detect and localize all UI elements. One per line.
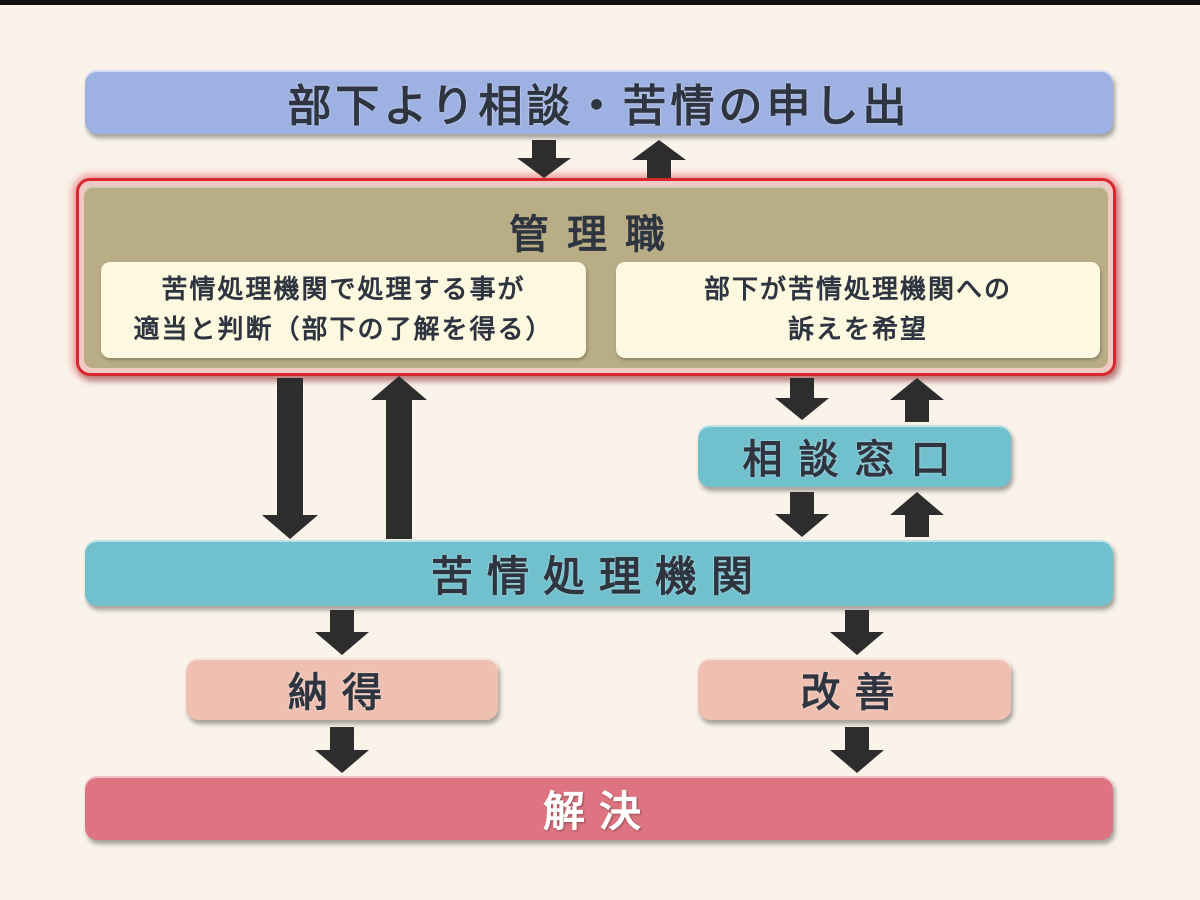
- manager-title: 管理職: [509, 212, 683, 258]
- grievance-agency-box: 苦情処理機関: [85, 540, 1113, 606]
- acceptance-box: 納得: [186, 658, 498, 720]
- improvement-label: 改善: [800, 670, 909, 716]
- option-right-line-2: 訴えを希望: [787, 315, 928, 345]
- arrow-up-agency-to-manager: [371, 376, 427, 539]
- arrow-up-manager-to-request: [632, 140, 686, 178]
- acceptance-label: 納得: [288, 670, 396, 716]
- arrow-down-acceptance-to-resolution: [315, 727, 369, 773]
- arrow-down-manager-to-window: [775, 378, 829, 420]
- option-agency-appropriate: 苦情処理機関で処理する事が 適当と判断（部下の了解を得る）: [101, 262, 586, 358]
- option-left-line-2: 適当と判断（部下の了解を得る）: [133, 315, 554, 345]
- arrow-down-improvement-to-resolution: [830, 727, 884, 773]
- manager-box: 管理職 苦情処理機関で処理する事が 適当と判断（部下の了解を得る） 部下が苦情処…: [76, 178, 1116, 376]
- request-box: 部下より相談・苦情の申し出: [85, 70, 1113, 134]
- arrow-down-agency-to-improvement: [830, 610, 884, 655]
- option-left-line-1: 苦情処理機関で処理する事が: [161, 275, 526, 305]
- arrow-up-window-to-manager: [890, 378, 944, 422]
- manager-inner: 管理職 苦情処理機関で処理する事が 適当と判断（部下の了解を得る） 部下が苦情処…: [84, 186, 1108, 368]
- arrow-down-agency-to-acceptance: [315, 610, 369, 655]
- arrow-down-manager-to-agency: [262, 378, 318, 539]
- consult-window-label: 相談窓口: [742, 437, 967, 483]
- grievance-agency-label: 苦情処理機関: [430, 551, 767, 601]
- resolution-box: 解決: [85, 776, 1113, 840]
- arrow-down-request-to-manager: [517, 140, 571, 178]
- option-subordinate-wishes: 部下が苦情処理機関への 訴えを希望: [616, 262, 1100, 358]
- option-right-line-1: 部下が苦情処理機関への: [703, 275, 1012, 305]
- arrow-down-window-to-agency: [775, 492, 829, 537]
- arrow-up-agency-to-window: [890, 492, 944, 537]
- request-label: 部下より相談・苦情の申し出: [287, 81, 911, 132]
- resolution-label: 解決: [542, 786, 655, 836]
- top-border: [0, 0, 1200, 5]
- improvement-box: 改善: [698, 658, 1011, 720]
- consult-window-box: 相談窓口: [698, 425, 1011, 487]
